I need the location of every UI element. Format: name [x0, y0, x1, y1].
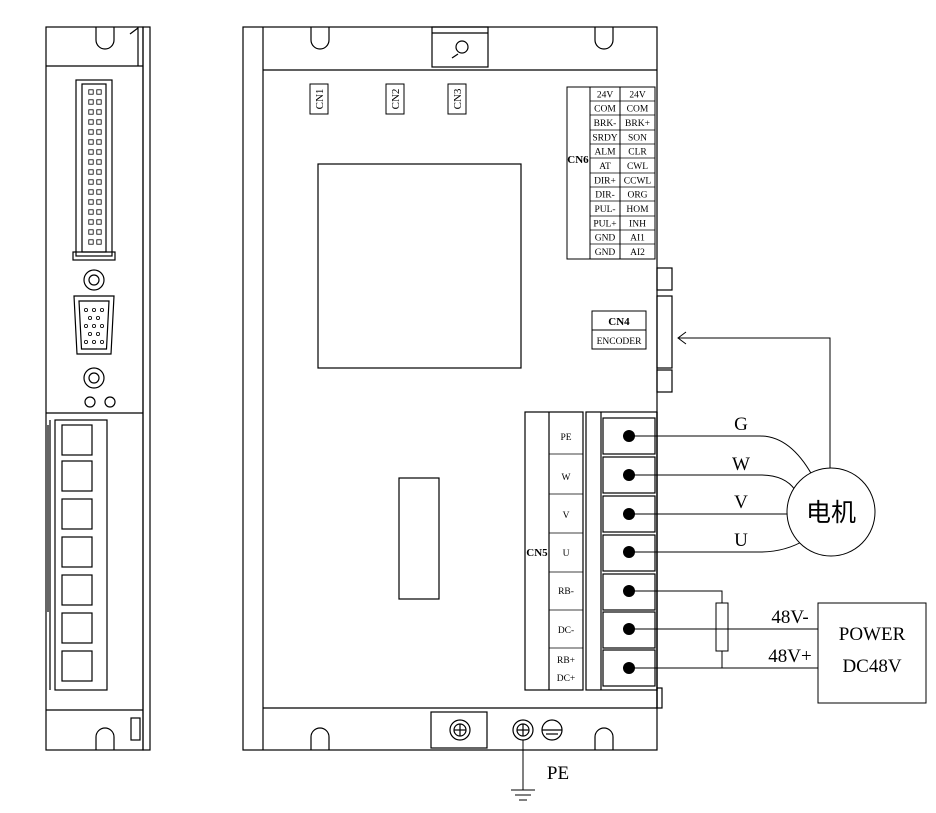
cn6-pin-right-2: BRK+ [625, 119, 650, 129]
power-title: POWER [839, 624, 906, 645]
wire-label-g: G [734, 414, 748, 435]
cn6-pin-right-7: ORG [627, 191, 647, 201]
cn5-pin-rb-plus: RB+ [557, 656, 575, 666]
cn6-pin-right-11: AI2 [630, 248, 645, 258]
cn5-pin-u: U [563, 549, 570, 559]
wiring [511, 331, 927, 801]
cn4-box: CN4 ENCODER [591, 310, 647, 350]
cn6-pin-right-1: COM [627, 105, 649, 115]
wire-label-v: V [734, 492, 748, 513]
cn6-pin-right-9: INH [629, 219, 646, 229]
cn6-pin-left-7: DIR- [595, 191, 615, 201]
cn5-pin-v: V [563, 511, 570, 521]
cn5-pin-labels: PE W V U RB- DC- RB+ DC+ [557, 433, 576, 684]
cn6-pin-left-10: GND [595, 234, 616, 244]
pe-ground-label: PE [547, 763, 569, 784]
cn6-pin-left-2: BRK- [594, 119, 617, 129]
side-view [45, 26, 151, 751]
cn5-label: CN5 [526, 547, 548, 559]
io-connector-pins [88, 89, 102, 245]
wire-label-u: U [734, 530, 748, 551]
cn6-label: CN6 [567, 154, 589, 166]
cn6-pin-right-10: AI1 [630, 234, 645, 244]
cn2-label: CN2 [390, 89, 402, 110]
top-connector-labels: CN1 CN2 CN3 [309, 83, 467, 115]
cn6-pin-left-3: SRDY [592, 133, 617, 143]
wire-label-w: W [732, 454, 750, 475]
power-pos-label: 48V+ [768, 646, 811, 667]
cn5-pin-w: W [562, 473, 571, 483]
db15-pins [84, 307, 105, 344]
cn1-label: CN1 [314, 89, 326, 110]
cn6-pin-left-11: GND [595, 248, 616, 258]
cn6-pin-right-0: 24V [629, 90, 646, 100]
cn6-pin-right-8: HOM [626, 205, 649, 215]
cn5-block [524, 411, 658, 691]
cn6-pin-left-8: PUL- [594, 205, 615, 215]
cn5-pin-dc-minus: DC- [558, 626, 574, 636]
front-view [242, 26, 673, 751]
cn6-pin-left-4: ALM [594, 148, 616, 158]
cn6-pin-left-5: AT [599, 162, 611, 172]
cn4-label: CN4 [608, 316, 630, 328]
cn4-sublabel: ENCODER [597, 337, 643, 347]
cn6-pin-left-6: DIR+ [594, 176, 616, 186]
cn6-table: CN6 24V 24V COM COM BRK- BRK+ SRDY SON ALM CLR AT C… [566, 86, 656, 260]
cn6-pin-right-3: SON [628, 133, 647, 143]
cn6-pin-right-4: CLR [628, 148, 647, 158]
cn5-pin-dc-plus: DC+ [557, 674, 576, 684]
power-spec: DC48V [842, 656, 901, 677]
cn6-pin-left-1: COM [594, 105, 616, 115]
power-neg-label: 48V- [771, 607, 808, 628]
cn6-pin-right-6: CCWL [624, 176, 652, 186]
cn5-pin-pe: PE [560, 433, 571, 443]
cn6-pin-left-9: PUL+ [593, 219, 616, 229]
motor-label: 电机 [806, 498, 856, 527]
cn5-pin-rb-minus: RB- [558, 587, 574, 597]
cn6-pin-left-0: 24V [597, 90, 614, 100]
cn3-label: CN3 [452, 88, 464, 109]
cn6-pin-right-5: CWL [627, 162, 648, 172]
